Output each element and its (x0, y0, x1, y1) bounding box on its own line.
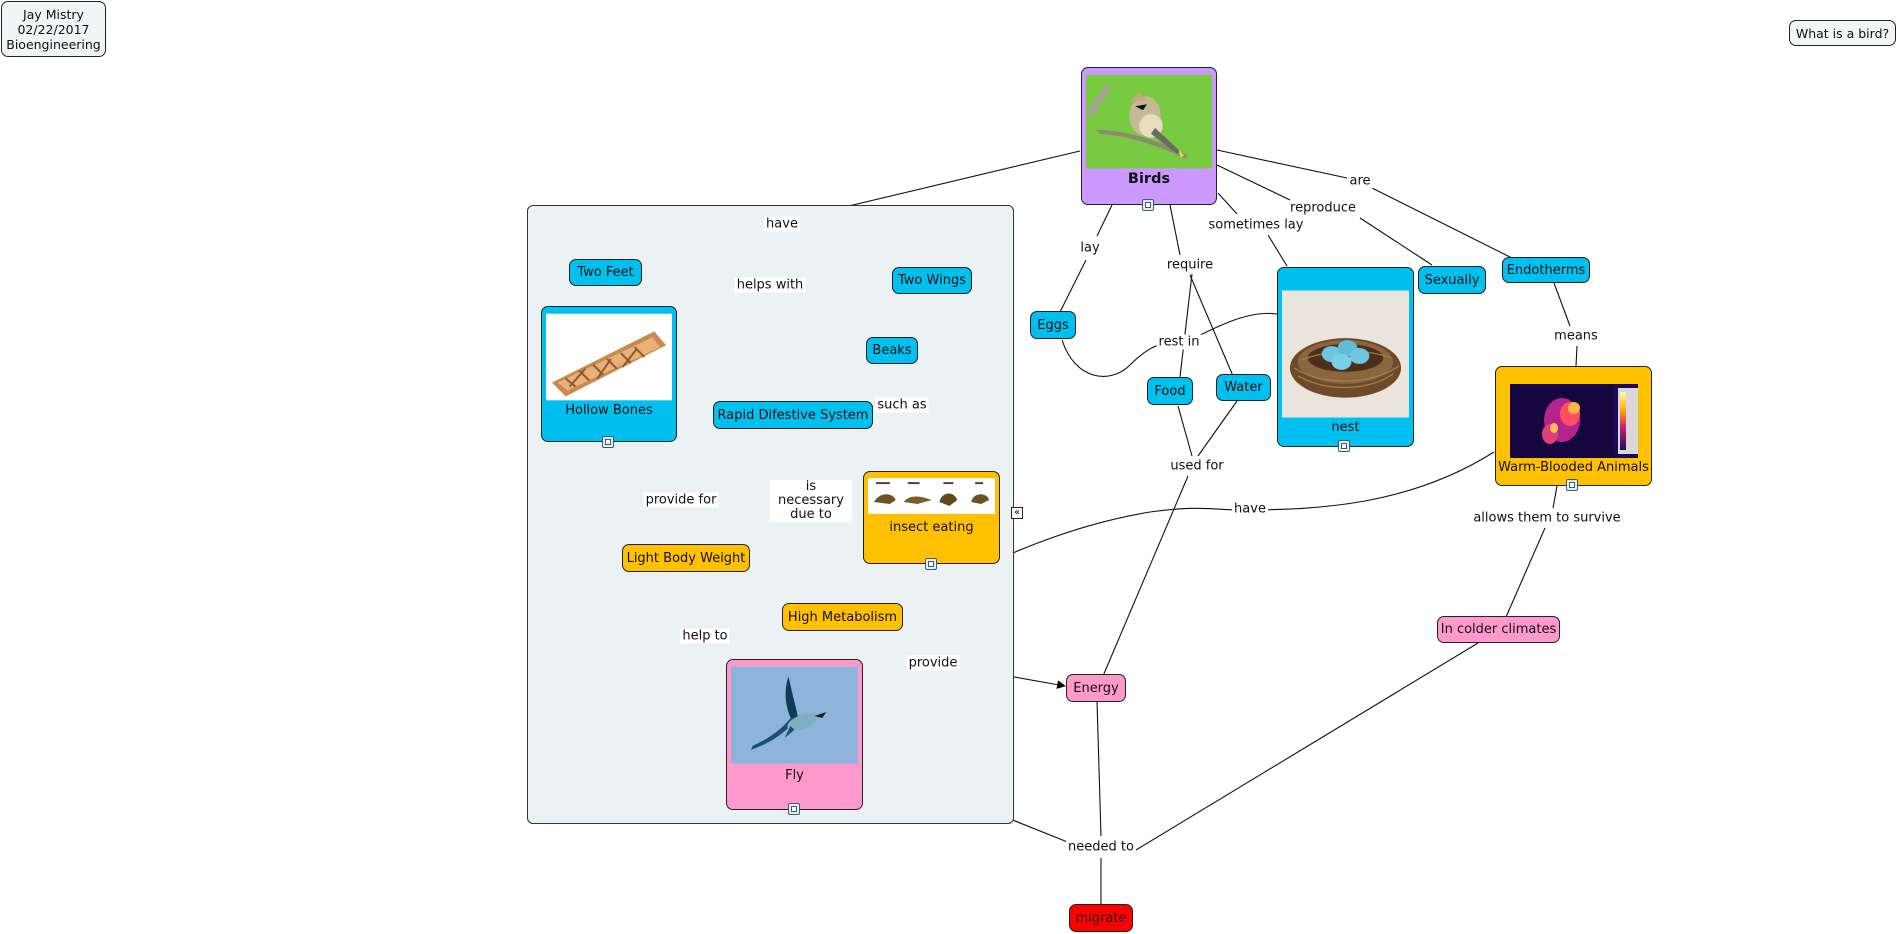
concept-endotherms-label: Endotherms (1506, 262, 1586, 278)
concept-rapid-digestive-label: Rapid Difestive System (717, 407, 869, 423)
concept-two-feet-label: Two Feet (577, 265, 634, 280)
concept-birds-label: Birds (1127, 171, 1171, 187)
link-have[interactable]: have (764, 216, 800, 232)
concept-warm-blooded-animals[interactable]: Warm-Blooded Animals (1495, 366, 1652, 486)
resource-badge-icon[interactable] (925, 558, 937, 570)
concept-high-metabolism[interactable]: High Metabolism (782, 603, 903, 631)
concept-fly-label: Fly (785, 768, 804, 783)
link-lay[interactable]: lay (1078, 240, 1102, 256)
collapse-icon[interactable]: « (1011, 507, 1023, 519)
concept-water-label: Water (1224, 380, 1263, 395)
link-means[interactable]: means (1552, 328, 1600, 344)
concept-sexually[interactable]: Sexually (1418, 266, 1486, 294)
concept-food[interactable]: Food (1147, 377, 1193, 405)
concept-nest[interactable]: nest (1277, 267, 1414, 447)
concept-food-label: Food (1154, 383, 1186, 399)
author-name: Jay Mistry (23, 6, 84, 22)
concept-hollow-bones[interactable]: Hollow Bones (541, 306, 677, 442)
link-sometimes-lay[interactable]: sometimes lay (1206, 217, 1306, 233)
bird-photo (1086, 74, 1212, 169)
concept-water[interactable]: Water (1216, 374, 1271, 401)
author-date: 02/22/2017 (17, 21, 90, 37)
link-require[interactable]: require (1164, 257, 1216, 273)
concept-rapid-digestive-system[interactable]: Rapid Difestive System (713, 401, 873, 429)
link-help-to[interactable]: help to (680, 628, 730, 644)
focus-question-box[interactable]: What is a bird? (1789, 20, 1896, 46)
link-helps-with[interactable]: helps with (734, 277, 806, 293)
beak-types-image (868, 478, 995, 514)
link-are[interactable]: are (1347, 173, 1373, 189)
concept-two-feet[interactable]: Two Feet (569, 259, 642, 286)
link-such-as[interactable]: such as (875, 397, 929, 413)
concept-nest-label: nest (1331, 420, 1360, 435)
flying-bird-image (731, 666, 858, 764)
link-allows-them-to-survive[interactable]: allows them to survive (1471, 510, 1623, 526)
author-info-box: Jay Mistry 02/22/2017 Bioengineering (1, 1, 106, 57)
nest-image (1282, 290, 1409, 418)
concept-fly[interactable]: Fly (726, 659, 863, 810)
link-provide[interactable]: provide (906, 655, 960, 671)
concept-insect-eating[interactable]: insect eating (863, 471, 1000, 564)
concept-in-colder-climates[interactable]: In colder climates (1437, 616, 1560, 643)
link-rest-in[interactable]: rest in (1156, 334, 1202, 350)
concept-eggs[interactable]: Eggs (1030, 311, 1076, 339)
focus-question: What is a bird? (1795, 25, 1890, 41)
thermal-image (1509, 384, 1638, 458)
concept-insect-eating-label: insect eating (889, 520, 974, 535)
concept-energy[interactable]: Energy (1066, 674, 1126, 702)
resource-badge-icon[interactable] (1142, 199, 1154, 211)
concept-migrate[interactable]: migrate (1069, 904, 1133, 932)
concept-migrate-label: migrate (1075, 910, 1127, 926)
concept-energy-label: Energy (1073, 680, 1119, 696)
link-used-for[interactable]: used for (1168, 458, 1226, 474)
concept-beaks-label: Beaks (872, 343, 912, 358)
resource-badge-icon[interactable] (602, 436, 614, 448)
link-have-warm-blooded[interactable]: have (1232, 501, 1268, 517)
author-course: Bioengineering (6, 36, 101, 52)
concept-beaks[interactable]: Beaks (866, 337, 918, 364)
concept-two-wings-label: Two Wings (898, 273, 966, 288)
concept-birds[interactable]: Birds (1081, 67, 1217, 205)
link-needed-to[interactable]: needed to (1066, 839, 1136, 855)
link-reproduce[interactable]: reproduce (1288, 200, 1358, 216)
link-provide-for[interactable]: provide for (643, 492, 719, 508)
concept-hollow-bones-label: Hollow Bones (565, 403, 653, 418)
resource-badge-icon[interactable] (1338, 440, 1350, 452)
concept-endotherms[interactable]: Endotherms (1502, 257, 1590, 283)
concept-eggs-label: Eggs (1037, 317, 1069, 333)
concept-two-wings[interactable]: Two Wings (892, 267, 972, 294)
concept-light-body-weight[interactable]: Light Body Weight (622, 544, 750, 572)
concept-warm-blooded-label: Warm-Blooded Animals (1498, 460, 1649, 475)
resource-badge-icon[interactable] (788, 803, 800, 815)
resource-badge-icon[interactable] (1566, 479, 1578, 491)
concept-high-metabolism-label: High Metabolism (787, 609, 898, 625)
concept-colder-climates-label: In colder climates (1440, 622, 1557, 637)
hollow-bone-image (546, 313, 672, 401)
link-is-necessary-due-to[interactable]: is necessary due to (770, 480, 852, 522)
concept-light-body-weight-label: Light Body Weight (626, 550, 746, 566)
concept-sexually-label: Sexually (1424, 272, 1480, 288)
